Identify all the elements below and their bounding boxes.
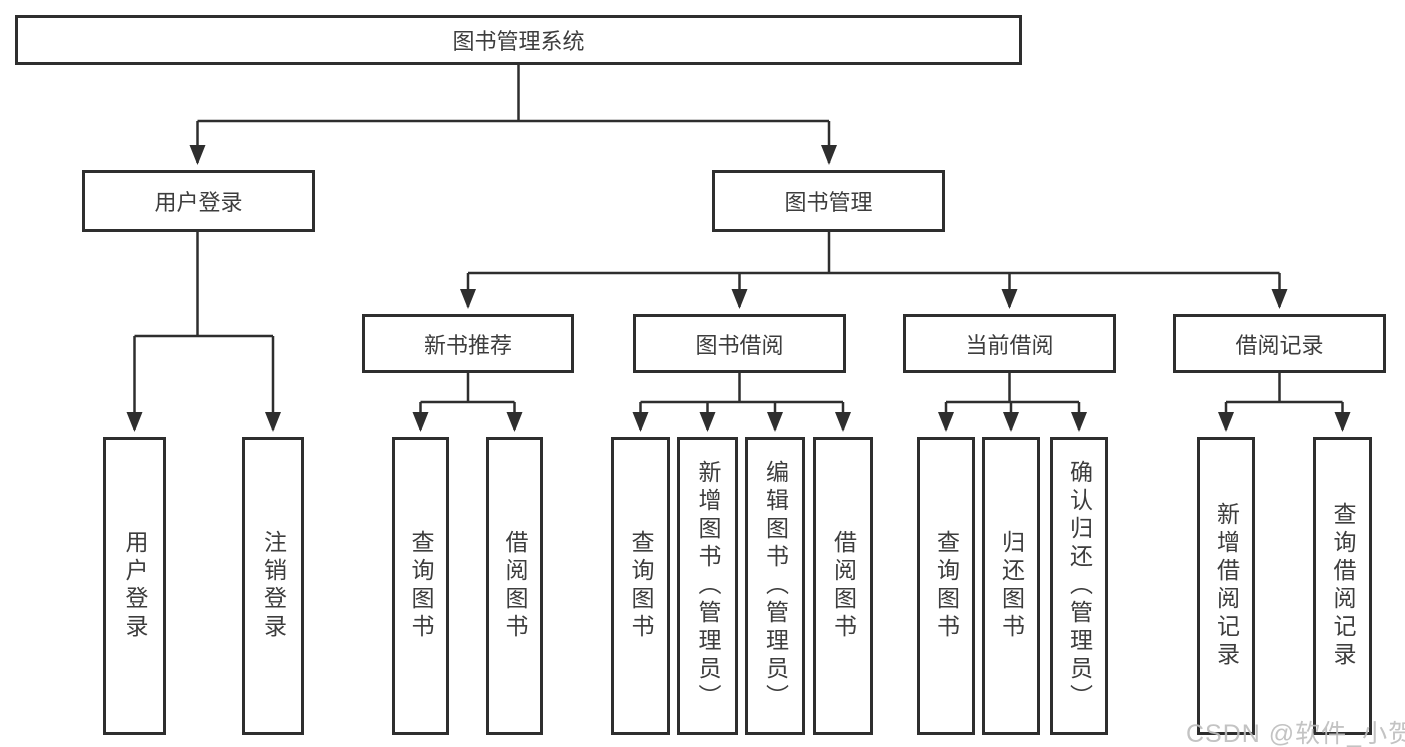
connector-current-trunk: [946, 373, 1079, 404]
leaf-borrow-books-recommend: 借阅图书: [486, 437, 543, 735]
connector-borrow-trunk: [640, 373, 843, 404]
leaf-query-books-current: 查询图书: [917, 437, 975, 735]
leaf-borrow-books: 借阅图书: [813, 437, 873, 735]
connector-userlogin-trunk: [134, 232, 273, 338]
node-root-library-system: 图书管理系统: [15, 15, 1022, 65]
node-current-borrow: 当前借阅: [903, 314, 1116, 373]
node-book-borrow: 图书借阅: [633, 314, 846, 373]
node-user-login: 用户登录: [82, 170, 315, 232]
leaf-confirm-return-admin: 确认归还（管理员）: [1050, 437, 1108, 735]
connector-bookmgmt-trunk: [468, 232, 1280, 275]
connector-records-trunk: [1226, 373, 1343, 404]
leaf-edit-book-admin: 编辑图书（管理员）: [745, 437, 805, 735]
leaf-query-books-recommend: 查询图书: [392, 437, 449, 735]
leaf-add-book-admin: 新增图书（管理员）: [677, 437, 738, 735]
leaf-query-borrow-record: 查询借阅记录: [1313, 437, 1372, 735]
csdn-watermark: CSDN @软件_小贺同学: [1186, 720, 1405, 747]
leaf-user-login: 用户登录: [103, 437, 166, 735]
node-new-book-recommend: 新书推荐: [362, 314, 574, 373]
leaf-query-books-borrow: 查询图书: [611, 437, 670, 735]
leaf-return-book: 归还图书: [982, 437, 1040, 735]
leaf-logout: 注销登录: [242, 437, 304, 735]
connector-recommend-trunk: [420, 373, 515, 404]
node-borrow-records: 借阅记录: [1173, 314, 1386, 373]
leaf-add-borrow-record: 新增借阅记录: [1197, 437, 1255, 735]
connector-root-trunk: [197, 65, 829, 123]
node-book-management: 图书管理: [712, 170, 945, 232]
